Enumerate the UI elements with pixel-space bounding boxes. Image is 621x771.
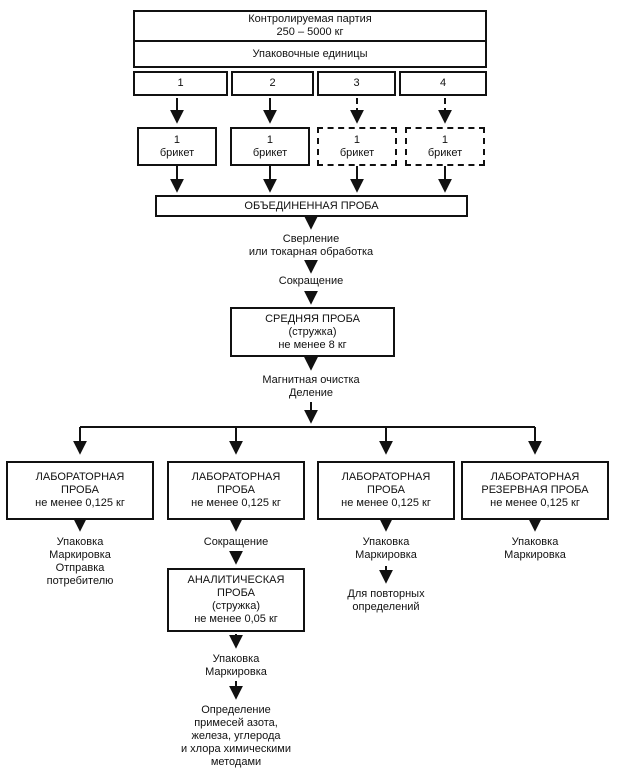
step-drilling-label: Сверление или токарная обработка: [248, 233, 374, 258]
lab-sample-label: ЛАБОРАТОРНАЯ ПРОБА не менее 0,125 кг: [35, 471, 125, 509]
analytical-sample-box: АНАЛИТИЧЕСКАЯ ПРОБА (стружка) не менее 0…: [167, 568, 305, 632]
combined-sample-label: ОБЪЕДИНЕННАЯ ПРОБА: [244, 199, 379, 212]
packaging-unit-label: 2: [269, 77, 276, 89]
briquette-box-3: 1 брикет: [317, 127, 397, 166]
packaging-units-header-box: Упаковочные единицы: [133, 40, 487, 68]
lab-sample-box-2: ЛАБОРАТОРНАЯ ПРОБА не менее 0,125 кг: [167, 461, 305, 520]
branch2-final-label: Определение примесей азота, железа, угле…: [180, 704, 292, 768]
lab-sample-box-1: ЛАБОРАТОРНАЯ ПРОБА не менее 0,125 кг: [6, 461, 154, 520]
branch2-packing-label: Упаковка Маркировка: [205, 653, 267, 678]
average-sample-label: СРЕДНЯЯ ПРОБА (стружка) не менее 8 кг: [265, 312, 360, 351]
briquette-box-4: 1 брикет: [405, 127, 485, 166]
lab-sample-box-3: ЛАБОРАТОРНАЯ ПРОБА не менее 0,125 кг: [317, 461, 455, 520]
branch1-note-label: Упаковка Маркировка Отправка потребителю: [46, 536, 114, 587]
briquette-label: 1 брикет: [159, 133, 195, 159]
packaging-unit-label: 4: [439, 77, 447, 89]
briquette-box-1: 1 брикет: [137, 127, 217, 166]
packaging-unit-label: 3: [353, 77, 360, 89]
briquette-label: 1 брикет: [427, 133, 463, 159]
branch3-packing-label: Упаковка Маркировка: [355, 536, 417, 561]
briquette-label: 1 брикет: [252, 133, 288, 159]
lab-sample-label: ЛАБОРАТОРНАЯ ПРОБА не менее 0,125 кг: [341, 471, 431, 509]
lab-reserve-sample-box: ЛАБОРАТОРНАЯ РЕЗЕРВНАЯ ПРОБА не менее 0,…: [461, 461, 609, 520]
briquette-box-2: 1 брикет: [230, 127, 310, 166]
branch4-packing-label: Упаковка Маркировка: [504, 536, 566, 561]
packaging-unit-cell-2: 2: [231, 71, 314, 96]
controlled-batch-box: Контролируемая партия 250 – 5000 кг: [133, 10, 487, 42]
branch3-final-label: Для повторных определений: [347, 588, 425, 613]
packaging-units-header-label: Упаковочные единицы: [252, 47, 368, 60]
briquette-label: 1 брикет: [339, 133, 375, 159]
average-sample-box: СРЕДНЯЯ ПРОБА (стружка) не менее 8 кг: [230, 307, 395, 357]
step-reduction-label: Сокращение: [278, 275, 344, 287]
combined-sample-box: ОБЪЕДИНЕННАЯ ПРОБА: [155, 195, 468, 217]
controlled-batch-label: Контролируемая партия 250 – 5000 кг: [248, 13, 372, 38]
lab-sample-label: ЛАБОРАТОРНАЯ РЕЗЕРВНАЯ ПРОБА не менее 0,…: [481, 471, 589, 509]
packaging-unit-cell-1: 1: [133, 71, 228, 96]
lab-sample-label: ЛАБОРАТОРНАЯ ПРОБА не менее 0,125 кг: [191, 471, 281, 509]
analytical-sample-label: АНАЛИТИЧЕСКАЯ ПРОБА (стружка) не менее 0…: [187, 574, 285, 625]
step-magnetic-label: Магнитная очистка Деление: [262, 374, 360, 399]
packaging-unit-cell-3: 3: [317, 71, 396, 96]
branch2-reduction-label: Сокращение: [203, 536, 269, 548]
packaging-unit-cell-4: 4: [399, 71, 487, 96]
packaging-unit-label: 1: [177, 77, 184, 89]
